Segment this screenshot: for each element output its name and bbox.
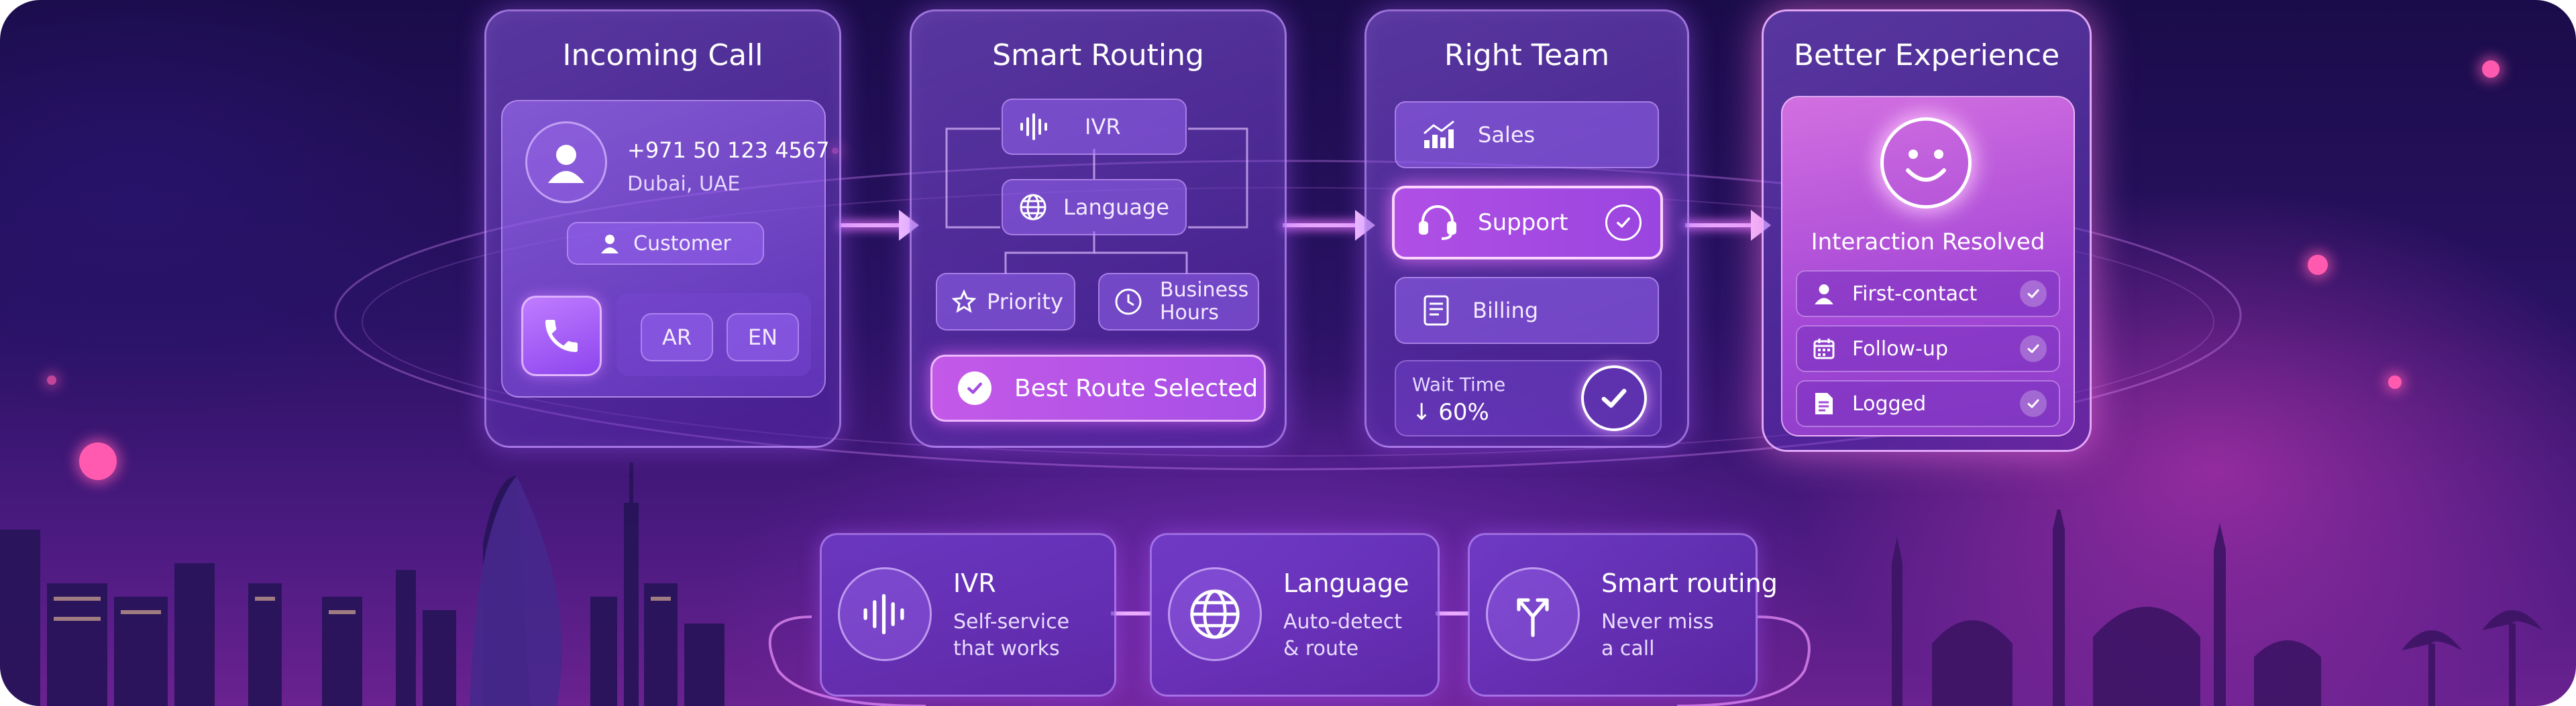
support-label: Support [1478, 209, 1568, 236]
smiley-icon [1880, 117, 1972, 209]
feature-title: Smart routing [1601, 569, 1778, 598]
decor-dot [2482, 60, 2500, 78]
step-card-better-experience: Better Experience Interaction Resolved F… [1762, 9, 2092, 452]
feature-desc-line1: Auto-detect [1283, 610, 1403, 634]
language-label: Language [1063, 194, 1169, 220]
wait-time-value: ↓ 60% [1412, 399, 1489, 426]
feature-title: Language [1283, 569, 1409, 598]
caller-phone: +971 50 123 4567 [627, 137, 830, 163]
best-route-label: Best Route Selected [1014, 374, 1258, 402]
phone-button[interactable] [521, 296, 602, 376]
business-hours-node: Business Hours [1098, 273, 1259, 331]
chart-icon [1424, 120, 1454, 148]
card-title: Right Team [1444, 38, 1610, 72]
card-title: Incoming Call [562, 38, 763, 72]
check-circle-icon [2020, 335, 2047, 362]
feature-title: IVR [953, 569, 996, 598]
customer-badge: Customer [567, 222, 764, 265]
billing-label: Billing [1472, 298, 1539, 323]
user-icon [601, 235, 619, 253]
priority-label: Priority [987, 289, 1063, 314]
customer-label: Customer [633, 231, 731, 255]
globe-icon [1020, 194, 1046, 221]
arrow-head-icon [1751, 210, 1771, 241]
outcome-item: Follow-up [1796, 325, 2060, 372]
check-circle-icon [1605, 204, 1642, 241]
arrow-head-icon [899, 210, 919, 241]
split-arrow-icon [1486, 567, 1580, 661]
ivr-node: IVR [1002, 99, 1187, 155]
decor-dot [47, 375, 56, 385]
mosque-skyline-right [1892, 510, 2542, 706]
lang-en-button[interactable]: EN [727, 313, 799, 361]
feature-desc-line2: a call [1601, 637, 1655, 660]
calendar-icon [1812, 337, 1836, 360]
sales-label: Sales [1478, 122, 1536, 148]
star-icon [952, 290, 976, 313]
language-selector: AR EN [616, 293, 811, 376]
lang-ar-button[interactable]: AR [641, 313, 713, 361]
language-node: Language [1002, 179, 1187, 235]
city-skyline-left [0, 463, 724, 706]
business-hours-line1: Business [1160, 278, 1249, 302]
outcome-item: Logged [1796, 380, 2060, 427]
clock-icon [1115, 288, 1142, 315]
card-title: Smart Routing [992, 38, 1204, 72]
step-card-incoming-call: Incoming Call +971 50 123 4567 Dubai, UA… [484, 9, 841, 448]
priority-node: Priority [936, 273, 1075, 331]
user-avatar-icon [525, 121, 607, 203]
outcome-label: First-contact [1852, 282, 1978, 306]
step-card-smart-routing: Smart Routing IVR Language Priority [910, 9, 1287, 448]
caller-location: Dubai, UAE [627, 172, 741, 196]
connector-arrow [1685, 223, 1759, 227]
wait-time-label: Wait Time [1412, 373, 1506, 396]
waveform-icon [1020, 113, 1047, 140]
lang-en-label: EN [747, 325, 778, 350]
feature-desc-line1: Never miss [1601, 610, 1714, 634]
outcome-item: First-contact [1796, 270, 2060, 317]
resolved-label: Interaction Resolved [1811, 229, 2045, 255]
check-circle-icon [2020, 390, 2047, 417]
team-option-support[interactable]: Support [1392, 186, 1663, 259]
wait-time-panel: Wait Time ↓ 60% [1395, 360, 1662, 436]
ivr-label: IVR [1085, 114, 1121, 139]
document-icon [1812, 392, 1836, 416]
check-circle-icon [1581, 365, 1647, 431]
headset-icon [1419, 205, 1456, 240]
globe-icon [1168, 567, 1262, 661]
team-option-billing[interactable]: Billing [1395, 277, 1659, 344]
document-icon [1424, 295, 1449, 326]
feature-card: IVR Self-service that works [820, 533, 1116, 697]
check-circle-icon [958, 371, 991, 405]
phone-icon [545, 320, 578, 352]
feature-desc-line1: Self-service [953, 610, 1070, 634]
feature-desc-line2: that works [953, 637, 1060, 660]
best-route-button[interactable]: Best Route Selected [930, 355, 1266, 422]
lang-ar-label: AR [661, 325, 692, 350]
card-title: Better Experience [1793, 38, 2060, 72]
outcome-label: Logged [1852, 392, 1927, 416]
caller-panel: +971 50 123 4567 Dubai, UAE Customer AR … [501, 100, 830, 398]
decor-dot [2308, 255, 2328, 275]
waveform-icon [838, 567, 932, 661]
step-card-right-team: Right Team Sales Support Billing Wait Ti… [1364, 9, 1689, 448]
decor-dot [2388, 375, 2402, 389]
feature-desc-line2: & route [1283, 637, 1359, 660]
connector-arrow [840, 223, 910, 227]
outcome-label: Follow-up [1852, 337, 1948, 361]
connector-arrow [1283, 223, 1363, 227]
user-icon [1812, 283, 1836, 304]
business-hours-line2: Hours [1160, 301, 1219, 325]
check-circle-icon [2020, 280, 2047, 307]
team-option-sales[interactable]: Sales [1395, 101, 1659, 168]
decor-dot [79, 443, 117, 480]
